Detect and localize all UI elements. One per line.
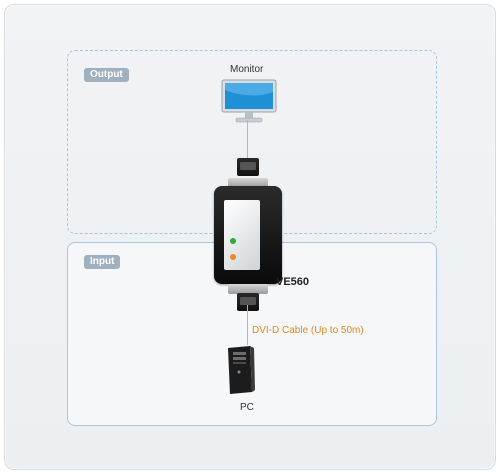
led-orange-icon <box>230 254 236 260</box>
monitor-cable-line <box>247 120 248 160</box>
extender-model-label: VE560 <box>276 276 310 288</box>
extender-device-icon <box>214 186 282 284</box>
pc-cable-line <box>247 305 248 345</box>
device-front-panel <box>224 200 260 270</box>
extender-top-port <box>228 178 268 188</box>
pc-tower-icon <box>222 344 256 401</box>
output-tag: Output <box>84 68 129 82</box>
monitor-icon <box>220 78 278 129</box>
dvi-connector-icon <box>237 293 259 311</box>
led-green-icon <box>230 238 236 244</box>
input-tag: Input <box>84 255 121 269</box>
monitor-label: Monitor <box>230 64 264 75</box>
cable-label: DVI-D Cable (Up to 50m) <box>252 325 364 336</box>
extender-bottom-port <box>228 284 268 294</box>
dvi-connector-icon <box>237 158 259 176</box>
pc-label: PC <box>240 402 254 413</box>
